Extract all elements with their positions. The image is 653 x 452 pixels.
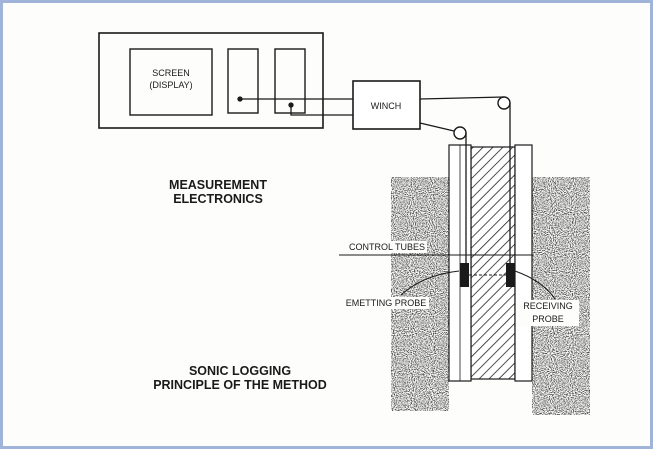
winch-cables (419, 96, 511, 263)
measurement-title-line1: MEASUREMENT (169, 178, 267, 192)
module-a (227, 48, 259, 114)
soil-left-mass (391, 177, 449, 411)
winch-box (352, 80, 421, 130)
screen-label-line2: (DISPLAY) (149, 80, 192, 90)
emitting-probe-leader (400, 270, 460, 296)
measurement-title-line2: ELECTRONICS (173, 192, 263, 206)
pulley-right (497, 96, 511, 110)
emitting-probe-label: EMETTING PROBE (346, 298, 427, 308)
module-b (274, 48, 306, 114)
receiving-probe (506, 263, 515, 287)
electronics-cables (237, 96, 353, 116)
method-title-line2: PRINCIPLE OF THE METHOD (153, 378, 327, 392)
winch-label: WINCH (371, 101, 402, 111)
soil-right-mass (532, 177, 590, 415)
control-tubes-label: CONTROL TUBES (349, 242, 425, 252)
pulley-left (453, 126, 467, 140)
sonic-logging-diagram: SCREEN (DISPLAY) WINCH MEASUREMENT ELECT… (98, 32, 590, 415)
receiving-probe-label-line2: PROBE (532, 314, 564, 324)
receiving-probe-label-line1: RECEIVING (523, 301, 573, 311)
measurement-electronics-box (98, 32, 324, 129)
screen-display (129, 48, 213, 116)
receiving-probe-leader (514, 270, 556, 300)
screen-label-line1: SCREEN (152, 68, 190, 78)
emitting-probe (460, 263, 469, 287)
method-title-line1: SONIC LOGGING (189, 364, 291, 378)
